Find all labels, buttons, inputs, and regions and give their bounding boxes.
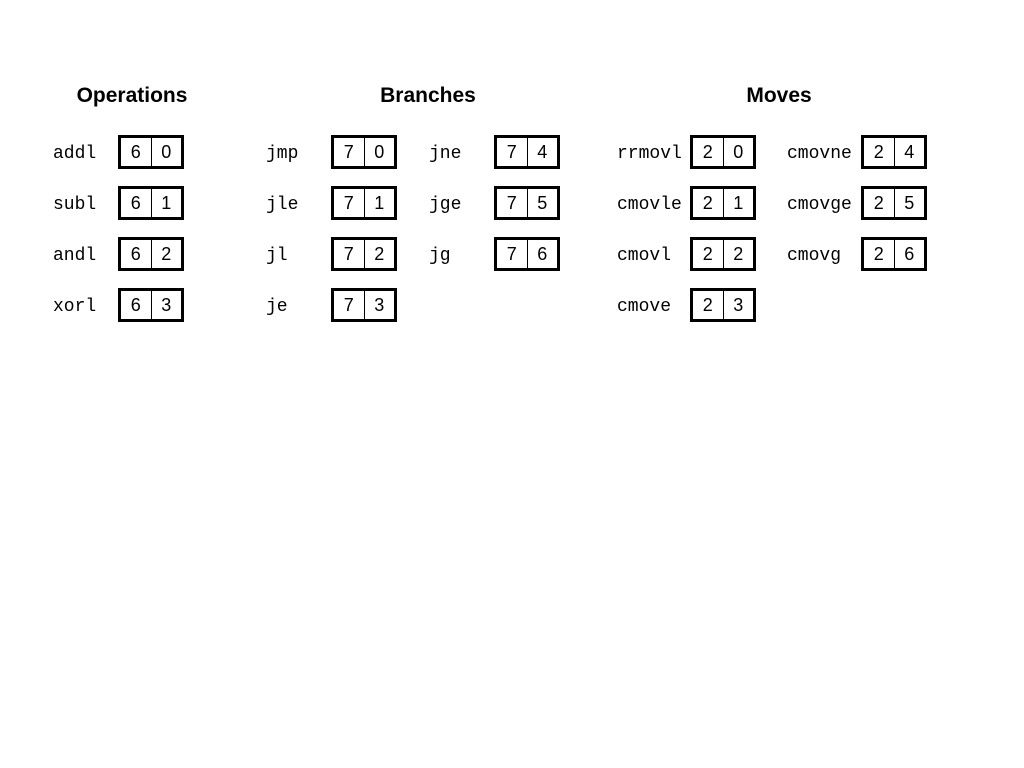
instruction-mnemonic: jle xyxy=(266,195,299,215)
icode-cell: 7 xyxy=(497,240,528,268)
icode-cell: 2 xyxy=(693,138,724,166)
instruction-mnemonic: cmovl xyxy=(617,246,672,266)
ifun-cell: 0 xyxy=(733,141,744,162)
instruction-mnemonic: andl xyxy=(53,246,97,266)
ifun-cell: 2 xyxy=(374,243,385,264)
instruction-mnemonic: subl xyxy=(53,195,97,215)
icode-cell: 6 xyxy=(121,189,152,217)
ifun-cell: 4 xyxy=(904,141,915,162)
instruction-code-box: 7 0 xyxy=(331,135,397,169)
moves-heading: Moves xyxy=(746,84,812,107)
ifun-cell: 2 xyxy=(733,243,744,264)
icode-cell: 2 xyxy=(693,291,724,319)
instruction-mnemonic: jge xyxy=(429,195,462,215)
icode-cell: 6 xyxy=(121,138,152,166)
ifun-cell: 1 xyxy=(733,192,744,213)
icode-cell: 7 xyxy=(497,189,528,217)
instruction-mnemonic: xorl xyxy=(53,297,97,317)
instruction-code-box: 7 1 xyxy=(331,186,397,220)
icode-cell: 7 xyxy=(334,138,365,166)
ifun-cell: 5 xyxy=(537,192,548,213)
instruction-mnemonic: addl xyxy=(53,144,97,164)
icode-cell: 2 xyxy=(864,189,895,217)
ifun-cell: 0 xyxy=(374,141,385,162)
instruction-code-box: 2 6 xyxy=(861,237,927,271)
instruction-mnemonic: jl xyxy=(266,246,288,266)
instruction-mnemonic: jne xyxy=(429,144,462,164)
icode-cell: 2 xyxy=(693,189,724,217)
instruction-mnemonic: rrmovl xyxy=(617,144,682,164)
ifun-cell: 2 xyxy=(161,243,172,264)
instruction-code-box: 2 1 xyxy=(690,186,756,220)
ifun-cell: 0 xyxy=(161,141,172,162)
instruction-mnemonic: cmovge xyxy=(787,195,852,215)
instruction-code-box: 2 4 xyxy=(861,135,927,169)
instruction-code-box: 6 0 xyxy=(118,135,184,169)
instruction-code-box: 6 2 xyxy=(118,237,184,271)
instruction-code-box: 6 1 xyxy=(118,186,184,220)
icode-cell: 2 xyxy=(864,240,895,268)
ifun-cell: 3 xyxy=(374,294,385,315)
instruction-code-box: 6 3 xyxy=(118,288,184,322)
instruction-code-box: 2 5 xyxy=(861,186,927,220)
instruction-code-box: 2 3 xyxy=(690,288,756,322)
icode-cell: 7 xyxy=(334,189,365,217)
instruction-code-box: 7 6 xyxy=(494,237,560,271)
ifun-cell: 6 xyxy=(537,243,548,264)
icode-cell: 7 xyxy=(334,291,365,319)
instruction-mnemonic: jmp xyxy=(266,144,299,164)
instruction-code-box: 7 4 xyxy=(494,135,560,169)
ifun-cell: 5 xyxy=(904,192,915,213)
instruction-mnemonic: cmovle xyxy=(617,195,682,215)
instruction-code-box: 7 3 xyxy=(331,288,397,322)
operations-heading: Operations xyxy=(76,84,188,107)
ifun-cell: 4 xyxy=(537,141,548,162)
icode-cell: 2 xyxy=(864,138,895,166)
branches-heading: Branches xyxy=(380,84,476,107)
instruction-code-box: 2 0 xyxy=(690,135,756,169)
icode-cell: 7 xyxy=(497,138,528,166)
icode-cell: 6 xyxy=(121,291,152,319)
instruction-code-box: 2 2 xyxy=(690,237,756,271)
instruction-mnemonic: jg xyxy=(429,246,451,266)
instruction-code-box: 7 5 xyxy=(494,186,560,220)
ifun-cell: 1 xyxy=(374,192,385,213)
instruction-mnemonic: cmove xyxy=(617,297,672,317)
instruction-mnemonic: cmovg xyxy=(787,246,842,266)
ifun-cell: 6 xyxy=(904,243,915,264)
instruction-mnemonic: cmovne xyxy=(787,144,852,164)
icode-cell: 7 xyxy=(334,240,365,268)
ifun-cell: 3 xyxy=(733,294,744,315)
icode-cell: 6 xyxy=(121,240,152,268)
instruction-mnemonic: je xyxy=(266,297,288,317)
ifun-cell: 3 xyxy=(161,294,172,315)
instruction-code-box: 7 2 xyxy=(331,237,397,271)
icode-cell: 2 xyxy=(693,240,724,268)
ifun-cell: 1 xyxy=(161,192,172,213)
